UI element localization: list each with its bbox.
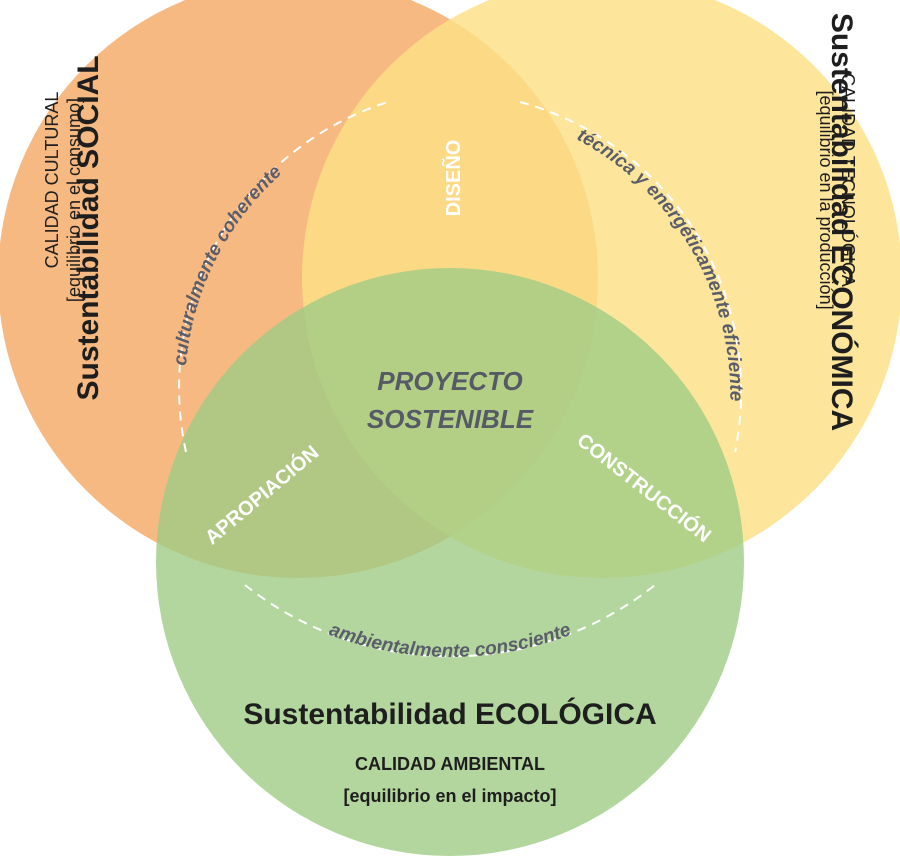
social-quality: CALIDAD CULTURAL: [42, 92, 62, 269]
center-line1: PROYECTO: [377, 366, 522, 396]
ecological-circle: [156, 268, 744, 856]
economic-dashed-arc: [519, 101, 743, 453]
economic-title: Sustentabilidad ECONÓMICA: [825, 13, 859, 431]
economic-balance: [equilibrio en la producción]: [816, 90, 836, 309]
economic-quality: CALIDAD TECNOLÓGICA: [838, 73, 859, 287]
ecological-quality: CALIDAD AMBIENTAL: [355, 754, 545, 774]
intersection-diseno: DISEÑO: [442, 140, 465, 217]
center-line2: SOSTENIBLE: [367, 404, 534, 434]
ecological-balance: [equilibrio en el impacto]: [343, 786, 556, 806]
social-dashed-arc: [178, 101, 389, 453]
social-title: Sustentabilidad SOCIAL: [72, 55, 105, 400]
ecological-title: Sustentabilidad ECOLÓGICA: [243, 697, 656, 731]
social-balance: [equilibrio en el consumo]: [64, 98, 84, 302]
